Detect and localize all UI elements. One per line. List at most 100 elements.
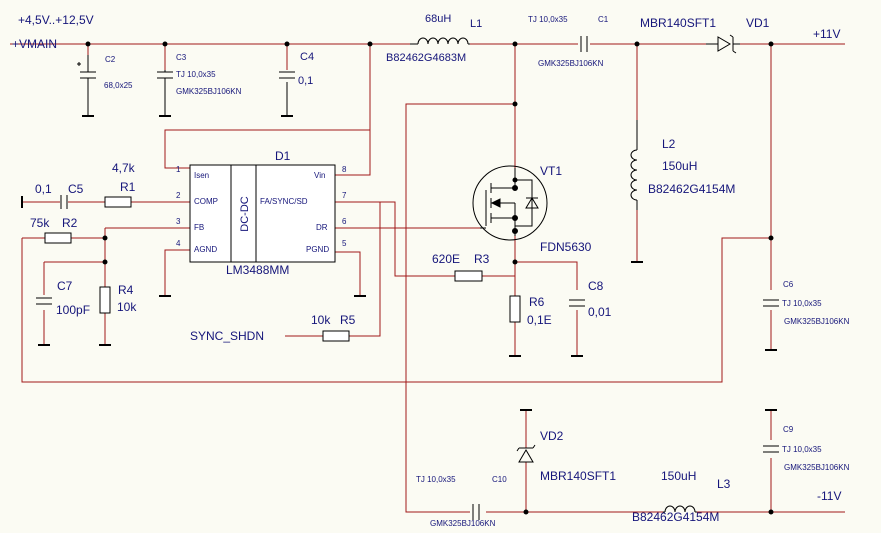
ic-d1: DC-DC D1 LM3488MM 1 Isen 2 COMP 3 FB 4 A…: [176, 149, 347, 277]
sync-shdn-net-label: SYNC_SHDN: [190, 329, 264, 343]
c8-ref: C8: [588, 279, 604, 293]
c3-part: GMK325BJ106KN: [176, 87, 242, 96]
diode-vd2: VD2 MBR140SFT1: [516, 429, 616, 483]
c6-ref: C6: [783, 280, 794, 289]
r4-value: 10k: [117, 300, 137, 314]
c3-value: TJ 10,0x35: [176, 70, 216, 79]
l2-part: B82462G4154M: [648, 182, 735, 196]
l1-value: 68uH: [425, 13, 451, 25]
junctions: [85, 41, 774, 515]
c4-ref: C4: [300, 51, 314, 63]
r3-ref: R3: [474, 252, 490, 266]
c1-part: GMK325BJ106KN: [538, 59, 604, 68]
r5-value: 10k: [311, 313, 331, 327]
r6-value: 0,1E: [527, 313, 552, 327]
l2-ref: L2: [662, 137, 676, 151]
c5-ref: C5: [68, 182, 84, 196]
capacitor-c7: C7 100pF: [36, 279, 90, 317]
diode-vd1: MBR140SFT1 VD1: [640, 16, 770, 54]
r1-ref: R1: [120, 180, 136, 194]
resistor-r6: R6 0,1E: [509, 295, 552, 327]
pin-1-number: 1: [176, 165, 181, 174]
c7-ref: C7: [57, 279, 73, 293]
capacitor-c10: TJ 10,0x35 C10 GMK325BJ106KN: [416, 475, 507, 528]
r4-ref: R4: [118, 283, 134, 297]
wires: [10, 43, 845, 513]
resistor-r5: 10k R5: [311, 313, 356, 342]
ic-ref: D1: [275, 149, 291, 163]
r2-value: 75k: [30, 216, 50, 230]
c3-ref: C3: [176, 53, 187, 62]
vt1-ref: VT1: [540, 164, 562, 178]
neg-11v-net-label: -11V: [817, 489, 841, 503]
capacitor-c4: C4 0,1: [279, 51, 314, 87]
pin-6-number: 6: [342, 217, 347, 226]
pin-8-name: Vin: [314, 171, 325, 180]
capacitor-c2: C2 68,0x25: [77, 55, 133, 100]
capacitor-c1: TJ 10,0x35 C1 GMK325BJ106KN: [528, 15, 609, 68]
c1-value: TJ 10,0x35: [528, 15, 568, 24]
r2-ref: R2: [62, 216, 78, 230]
resistor-r1: 4,7k R1: [104, 161, 136, 208]
pin-1-name: Isen: [194, 171, 209, 180]
l1-part: B82462G4683M: [386, 52, 466, 64]
inductor-l3: 150uH L3 B82462G4154M: [632, 469, 731, 524]
r3-value: 620E: [432, 252, 460, 266]
c7-value: 100pF: [56, 303, 90, 317]
pin-4-number: 4: [176, 239, 181, 248]
pin-5-name: PGND: [306, 245, 329, 254]
capacitor-c3: C3 TJ 10,0x35 GMK325BJ106KN: [157, 53, 242, 96]
vd1-part: MBR140SFT1: [640, 16, 716, 30]
capacitor-c8: C8 0,01: [569, 279, 612, 319]
pin-2-name: COMP: [194, 197, 218, 206]
capacitor-c9: C9 TJ 10,0x35 GMK325BJ106KN: [763, 425, 850, 472]
vd2-ref: VD2: [540, 429, 564, 443]
c6-value: TJ 10,0x35: [782, 299, 822, 308]
ic-part: LM3488MM: [226, 263, 289, 277]
resistor-r3: 620E R3: [432, 252, 490, 282]
c9-part: GMK325BJ106KN: [784, 463, 850, 472]
c10-part: GMK325BJ106KN: [430, 519, 496, 528]
pin-2-number: 2: [176, 191, 181, 200]
l2-value: 150uH: [662, 159, 697, 173]
pin-3-name: FB: [194, 223, 204, 232]
l1-ref: L1: [470, 18, 482, 30]
ground-symbols: [21, 82, 777, 411]
r5-ref: R5: [340, 313, 356, 327]
c2-ref: C2: [105, 55, 116, 64]
c2-value: 68,0x25: [104, 81, 133, 90]
c4-value: 0,1: [298, 75, 313, 87]
capacitor-c6: C6 TJ 10,0x35 GMK325BJ106KN: [763, 280, 850, 326]
vt1-part: FDN5630: [540, 240, 592, 254]
c9-value: TJ 10,0x35: [782, 445, 822, 454]
pin-3-number: 3: [176, 217, 181, 226]
input-range-label: +4,5V..+12,5V: [18, 13, 94, 27]
mosfet-vt1: VT1 FDN5630: [472, 164, 592, 254]
c8-value: 0,01: [588, 305, 612, 319]
resistor-r4: R4 10k: [99, 283, 137, 314]
l3-part: B82462G4154M: [632, 510, 719, 524]
pin-7-name: FA/SYNC/SD: [260, 197, 308, 206]
c9-ref: C9: [783, 425, 794, 434]
resistor-r2: 75k R2: [30, 216, 78, 244]
pin-8-number: 8: [342, 165, 347, 174]
inductor-l2: L2 150uH B82462G4154M: [630, 120, 735, 210]
pin-6-name: DR: [316, 223, 328, 232]
vd2-part: MBR140SFT1: [540, 469, 616, 483]
c5-value: 0,1: [35, 182, 52, 196]
inductor-l1: 68uH L1 B82462G4683M: [386, 13, 482, 64]
capacitor-c5: 0,1 C5: [35, 182, 84, 209]
r1-value: 4,7k: [112, 161, 136, 175]
c1-ref: C1: [598, 15, 609, 24]
c10-value: TJ 10,0x35: [416, 475, 456, 484]
pos-11v-net-label: +11V: [813, 27, 840, 41]
vmain-net-label: +VMAIN: [12, 37, 57, 51]
l3-value: 150uH: [661, 469, 696, 483]
vd1-ref: VD1: [746, 16, 770, 30]
l3-ref: L3: [717, 477, 731, 491]
c10-ref: C10: [492, 475, 507, 484]
r6-ref: R6: [529, 295, 545, 309]
c6-part: GMK325BJ106KN: [784, 317, 850, 326]
pin-4-name: AGND: [194, 245, 217, 254]
